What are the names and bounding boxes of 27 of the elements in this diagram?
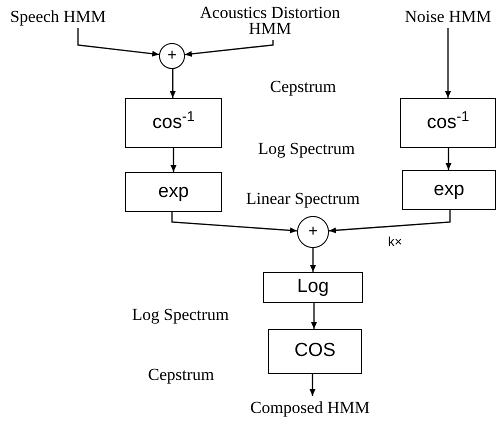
arrow	[310, 248, 316, 272]
arrow	[446, 148, 452, 170]
text-label: Noise HMM	[394, 6, 502, 28]
text-label: Composed HMM	[240, 396, 380, 420]
arrow	[77, 28, 160, 57]
text-label: Acoustics Distortion HMM	[178, 2, 362, 40]
arrow	[184, 40, 274, 57]
text-label: Speech HMM	[2, 6, 114, 28]
signal-label: Log Spectrum	[258, 140, 356, 158]
signal-label: Log Spectrum	[132, 306, 230, 324]
signal-label: Linear Spectrum	[246, 190, 361, 208]
process-box: cos$^{-1}$	[125, 98, 222, 148]
arrow	[311, 303, 317, 329]
signal-label: k×	[388, 233, 404, 251]
process-box: COS	[268, 329, 362, 374]
arrow	[445, 28, 451, 98]
arrow	[171, 212, 298, 234]
arrow	[328, 210, 451, 234]
process-box: exp	[402, 170, 496, 210]
arrow	[310, 374, 316, 396]
arrow	[170, 148, 176, 172]
arrow	[170, 69, 176, 98]
process-box: cos$^{-1}$	[400, 98, 496, 148]
process-box: exp	[125, 172, 222, 212]
signal-label: Cepstrum	[148, 366, 216, 384]
signal-label: Cepstrum	[270, 78, 338, 96]
process-box: Log	[263, 272, 363, 303]
